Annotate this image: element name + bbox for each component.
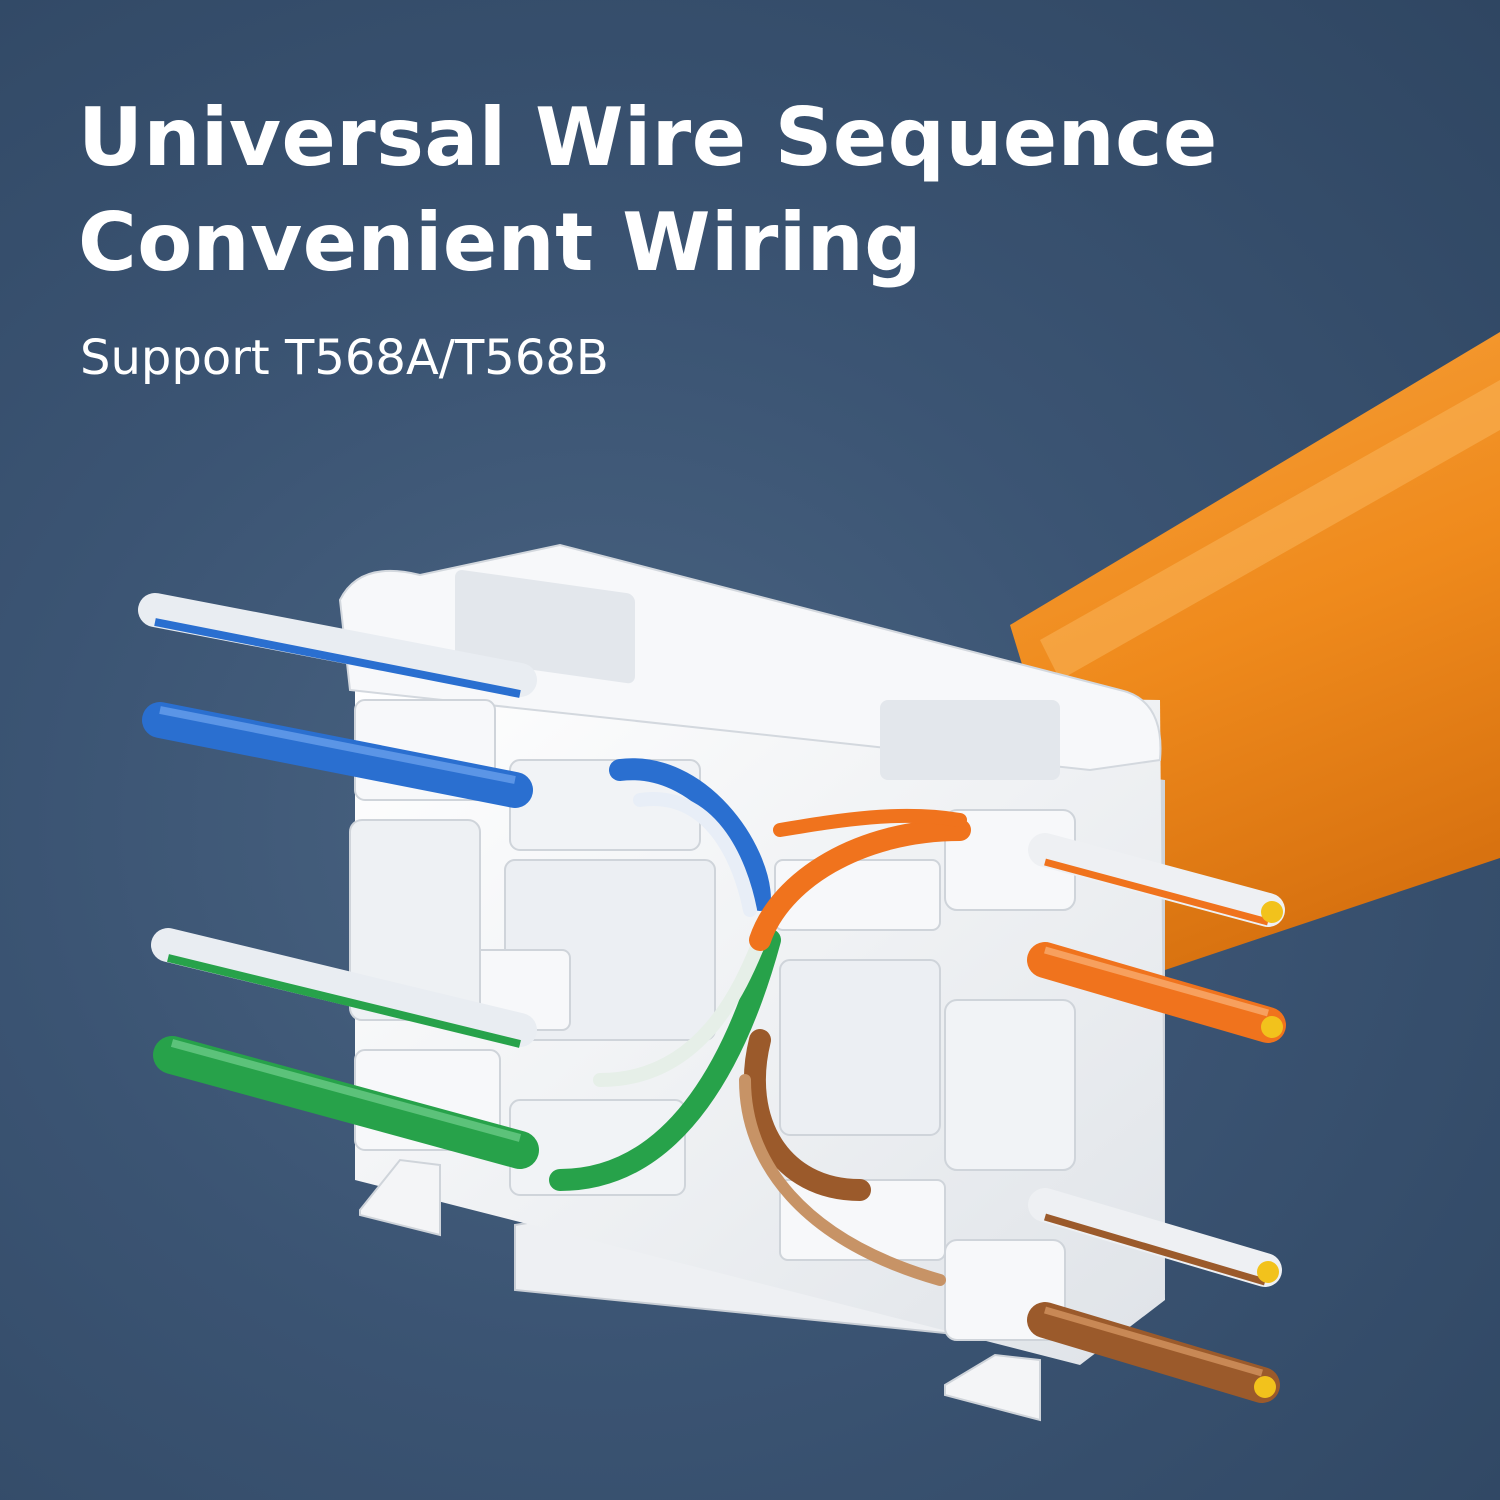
headline-line-1: Universal Wire Sequence	[78, 91, 1218, 184]
subheadline: Support T568A/T568B	[80, 330, 609, 386]
twisted-pairs	[549, 758, 971, 1286]
right-wire-orange	[1027, 942, 1286, 1043]
left-wire-green	[153, 1036, 539, 1169]
right-wire-brown	[1027, 1302, 1280, 1403]
right-wire-brown-white	[1028, 1188, 1282, 1287]
left-wire-blue	[142, 702, 533, 808]
headline-line-2: Convenient Wiring	[78, 196, 922, 289]
keystone-module-body	[338, 543, 1165, 1422]
left-wire-blue-white	[138, 593, 537, 698]
right-wire-orange-white	[1028, 833, 1285, 927]
left-wire-green-white	[151, 928, 537, 1048]
